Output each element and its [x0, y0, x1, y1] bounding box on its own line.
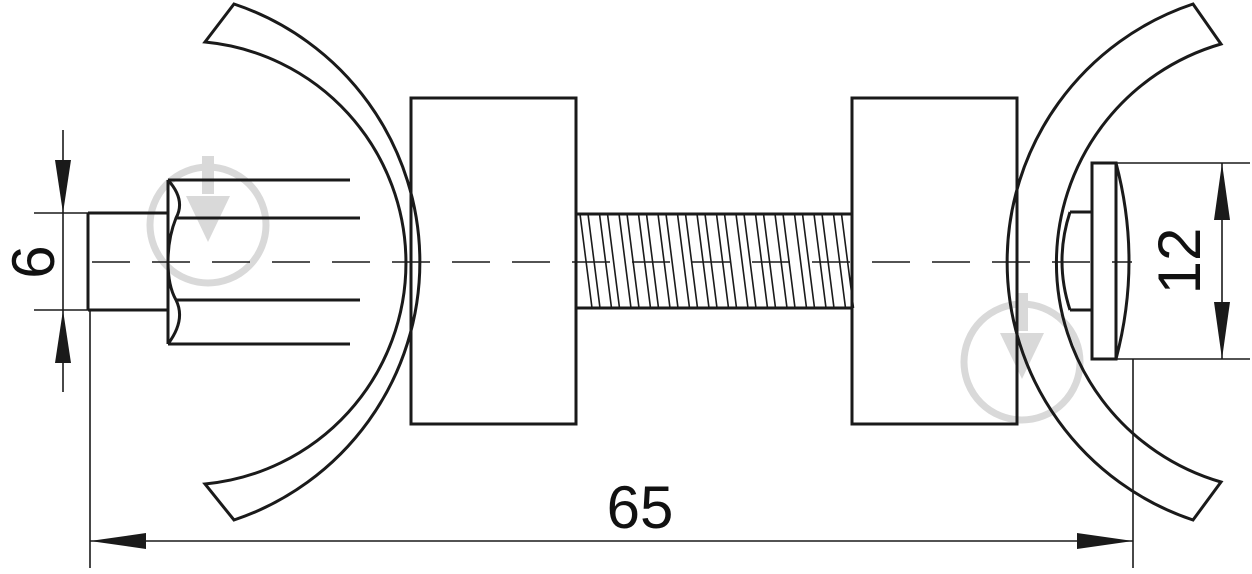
thread-turn: [813, 213, 835, 309]
thread-turn: [832, 213, 855, 309]
right-block: [850, 96, 1019, 426]
thread-turn: [618, 213, 640, 309]
dimension-rod-diameter: 6: [0, 130, 88, 392]
dimension-overall-length: 65: [89, 310, 1134, 568]
thread-turn: [715, 213, 738, 309]
rod-stub: [86, 211, 168, 312]
thread-turn: [774, 213, 796, 309]
thread-turn: [754, 213, 777, 309]
thread-turn: [696, 213, 718, 309]
thread-turn: [676, 213, 699, 309]
right-clamp-arc: [1005, 2, 1224, 522]
thread-turn: [793, 213, 816, 309]
left-clamp-arc: [202, 2, 422, 522]
thread-turn: [598, 213, 621, 309]
dimension-head-diameter: 12: [1100, 162, 1250, 360]
thread-turn: [735, 213, 757, 309]
left-block: [409, 96, 578, 426]
dimension-label-6: 6: [0, 245, 67, 278]
dimension-label-65: 65: [607, 474, 674, 541]
dimension-label-12: 12: [1146, 228, 1213, 295]
thread-turn: [579, 213, 601, 309]
threaded-rod: [576, 212, 855, 310]
thread-turn: [637, 213, 660, 309]
thread-turn: [657, 213, 679, 309]
